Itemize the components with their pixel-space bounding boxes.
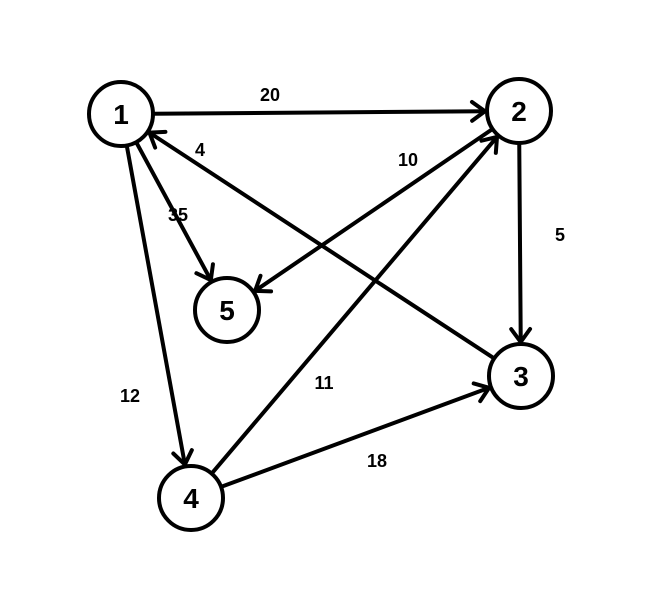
edge-4-to-3: [219, 385, 492, 489]
node-5: 5: [193, 276, 261, 344]
node-2: 2: [485, 77, 553, 145]
edge-2-to-3: [517, 140, 523, 345]
node-1: 1: [87, 80, 155, 148]
node-label-2: 2: [511, 96, 527, 127]
edge-1-to-4: [124, 143, 187, 467]
edge-weight-2-to-5: 10: [398, 150, 418, 170]
node-label-3: 3: [513, 361, 529, 392]
edge-1-to-5: [134, 140, 213, 283]
arrowhead-1-to-4: [171, 448, 194, 467]
node-label-5: 5: [219, 295, 235, 326]
node-4: 4: [157, 464, 225, 532]
node-circle-5: [193, 276, 261, 344]
edges-layer: [124, 99, 533, 489]
edge-1-to-2: [150, 109, 488, 116]
edge-weight-4-to-2: 11: [314, 373, 333, 393]
edge-weight-1-to-4: 12: [120, 386, 140, 406]
node-circle-1: [87, 80, 155, 148]
edge-weight-1-to-5: 35: [168, 205, 188, 225]
node-circle-2: [485, 77, 553, 145]
edge-weight-1-to-2: 20: [260, 85, 280, 105]
arrowhead-4-to-2: [479, 134, 500, 155]
node-label-1: 1: [113, 99, 129, 130]
node-3: 3: [487, 342, 555, 410]
node-circle-4: [157, 464, 225, 532]
edge-weight-2-to-3: 5: [555, 225, 565, 245]
arrowhead-1-to-5: [194, 262, 215, 283]
node-label-4: 4: [183, 483, 199, 514]
edge-weight-3-to-1: 4: [195, 140, 205, 160]
edge-weight-4-to-3: 18: [367, 451, 387, 471]
edge-2-to-5: [253, 127, 495, 293]
edge-4-to-2: [209, 134, 500, 476]
node-circle-3: [487, 342, 555, 410]
